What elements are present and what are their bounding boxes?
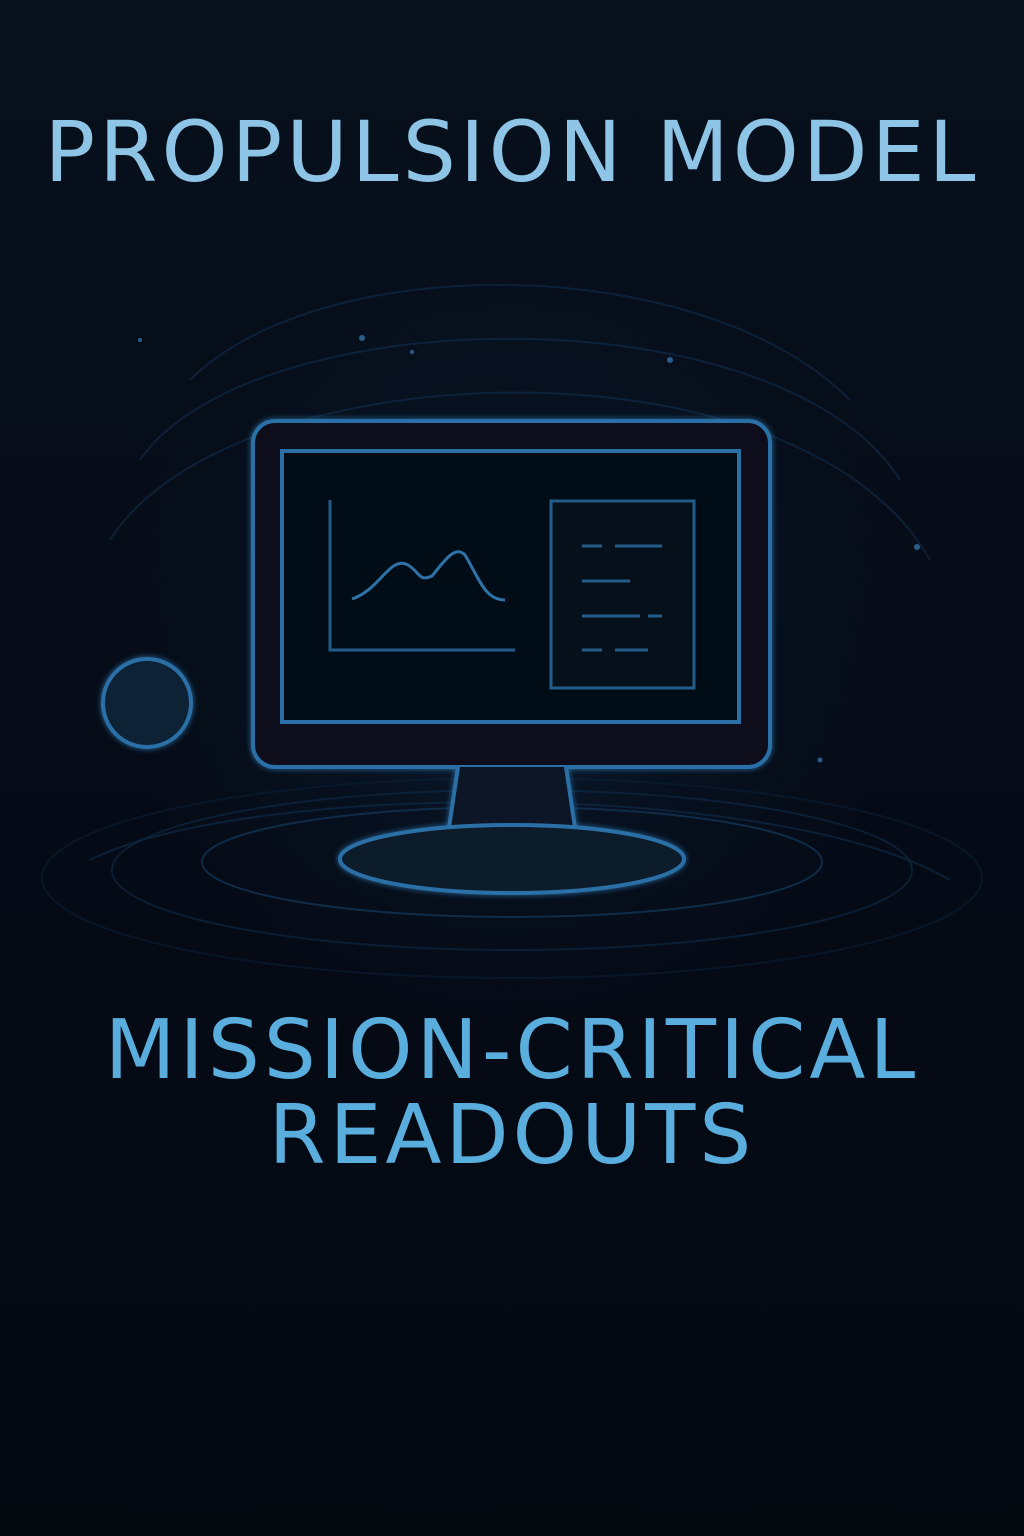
subtitle: MISSION-CRITICAL READOUTS bbox=[0, 1008, 1024, 1179]
line-chart-icon bbox=[328, 500, 515, 652]
subtitle-line-1: MISSION-CRITICAL bbox=[104, 1003, 920, 1098]
circle-icon bbox=[101, 657, 193, 749]
page-title: PROPULSION MODEL bbox=[44, 103, 980, 201]
subtitle-line-2: READOUTS bbox=[268, 1088, 756, 1184]
star-dots bbox=[138, 335, 920, 763]
document-list-icon bbox=[549, 499, 696, 690]
